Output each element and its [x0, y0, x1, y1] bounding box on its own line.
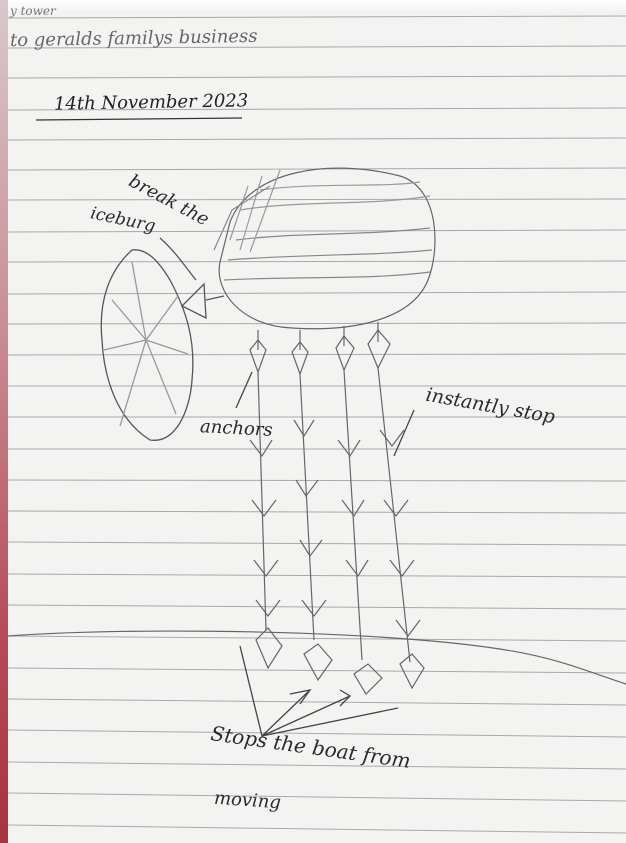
label-anchors: anchors [200, 416, 274, 441]
iceberg-breaker-ram [182, 284, 224, 318]
partial-heading: y tower [10, 4, 56, 18]
iceberg [101, 250, 193, 441]
date-underline [36, 118, 242, 120]
date-heading: 14th November 2023 [54, 90, 249, 114]
water-line [8, 631, 626, 684]
note-line: to geralds familys business [10, 26, 258, 51]
boat-hull [214, 168, 435, 329]
